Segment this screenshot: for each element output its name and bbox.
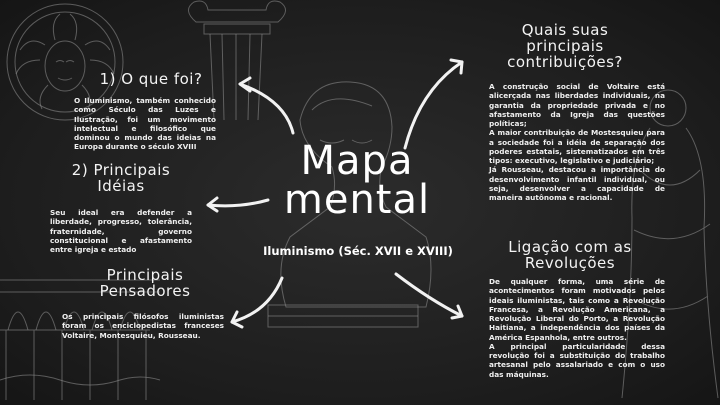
what-heading: 1) O que foi? xyxy=(99,70,203,88)
contributions-heading-line2: principais xyxy=(526,36,604,55)
revolutions-heading-line1: Ligação com as xyxy=(508,238,632,256)
revolutions-heading: Ligação com as Revoluções xyxy=(490,238,650,272)
center-title: Mapa mental xyxy=(262,138,452,224)
philosopher-bust-sketch-icon xyxy=(267,81,432,328)
revolutions-paragraph: De qualquer forma, uma série de aconteci… xyxy=(489,277,665,342)
contributions-text: A construção social de Voltaire está ali… xyxy=(489,82,665,202)
thinkers-heading: Principais Pensadores xyxy=(70,266,220,300)
robed-statue-sketch-icon xyxy=(621,89,719,399)
medusa-head-sketch-icon xyxy=(6,3,124,121)
arrow-to-revolutions xyxy=(394,272,464,320)
revolutions-heading-line2: Revoluções xyxy=(524,253,616,272)
thinkers-text: Os principais filósofos iluministas fora… xyxy=(62,312,224,340)
arrow-to-thinkers xyxy=(230,276,284,329)
revolutions-paragraph: A principal particularidade dessa revolu… xyxy=(489,341,665,379)
ideas-heading-line2: Idéias xyxy=(97,176,145,195)
arrow-to-what xyxy=(238,76,295,135)
ionic-column-sketch-icon xyxy=(188,0,286,121)
contributions-paragraph: A maior contribuição de Mostesquieu para… xyxy=(489,128,665,166)
thinkers-heading-line1: Principais xyxy=(106,266,184,284)
thinkers-heading-line2: Pensadores xyxy=(99,281,191,300)
contributions-heading: Quais suas principais contribuições? xyxy=(490,21,640,71)
contributions-heading-line3: contribuições? xyxy=(507,52,623,71)
aqueduct-sketch-icon xyxy=(0,279,161,400)
arrow-to-contributions xyxy=(403,58,464,150)
contributions-heading-line1: Quais suas xyxy=(521,21,609,39)
contributions-paragraph: A construção social de Voltaire está ali… xyxy=(489,82,665,129)
ideas-heading: 2) Principais Idéias xyxy=(56,161,186,195)
center-subtitle: Iluminismo (Séc. XVII e XVIII) xyxy=(263,244,453,258)
title-line1: Mapa xyxy=(300,138,414,184)
ideas-heading-line1: 2) Principais xyxy=(71,161,171,179)
arrow-to-ideas xyxy=(206,196,270,213)
contributions-paragraph: Já Rousseau, destacou a importância do d… xyxy=(489,165,665,203)
title-line2: mental xyxy=(283,177,431,224)
revolutions-text: De qualquer forma, uma série de aconteci… xyxy=(489,277,665,379)
what-text: O Iluminismo, também conhecido como Sécu… xyxy=(74,96,216,152)
ideas-text: Seu ideal era defender a liberdade, prog… xyxy=(50,208,192,255)
